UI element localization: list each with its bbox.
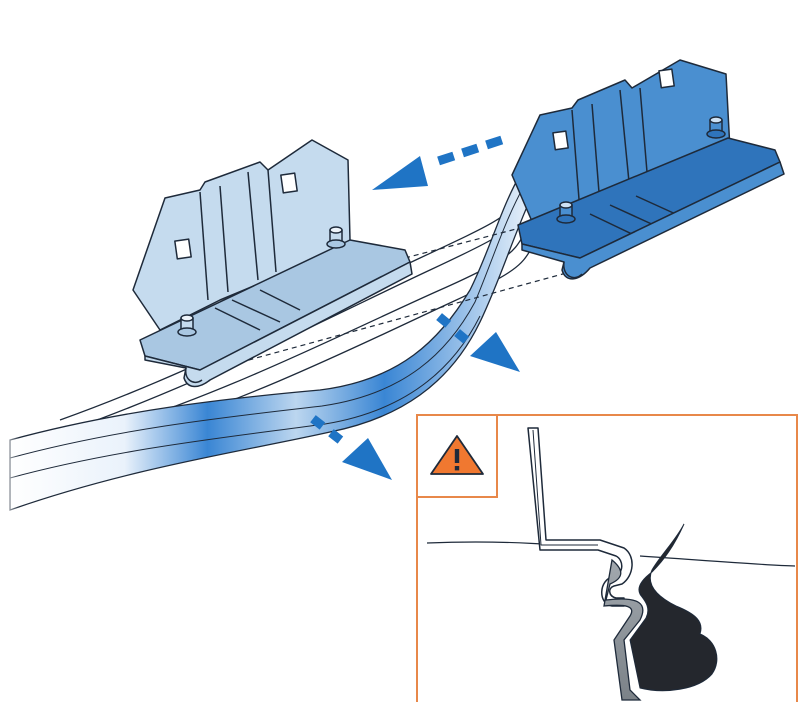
warning-triangle-icon bbox=[430, 435, 484, 475]
bracket-light bbox=[132, 139, 413, 388]
guide-line bbox=[404, 227, 521, 259]
bracket-dark bbox=[511, 59, 785, 280]
mounting-hole bbox=[174, 238, 192, 260]
mounting-hole bbox=[280, 172, 298, 194]
rail-strip bbox=[0, 173, 531, 530]
stud bbox=[706, 116, 726, 139]
guide-line bbox=[204, 271, 571, 373]
body-section bbox=[603, 558, 644, 701]
arrow-to-detail bbox=[310, 415, 392, 480]
mounting-hole bbox=[658, 68, 675, 89]
detail-callout bbox=[416, 414, 798, 702]
stud bbox=[556, 201, 576, 224]
stud bbox=[177, 314, 197, 337]
arrow-move-down-right bbox=[436, 313, 520, 372]
bracket-section bbox=[527, 427, 633, 607]
rail-line bbox=[99, 219, 535, 433]
stud bbox=[326, 226, 346, 249]
mounting-hole bbox=[552, 130, 569, 151]
arrow-move-left bbox=[372, 135, 504, 190]
dashed-arrow-icon bbox=[310, 135, 520, 480]
seal-profile bbox=[629, 523, 718, 692]
guide-lines bbox=[204, 227, 571, 373]
